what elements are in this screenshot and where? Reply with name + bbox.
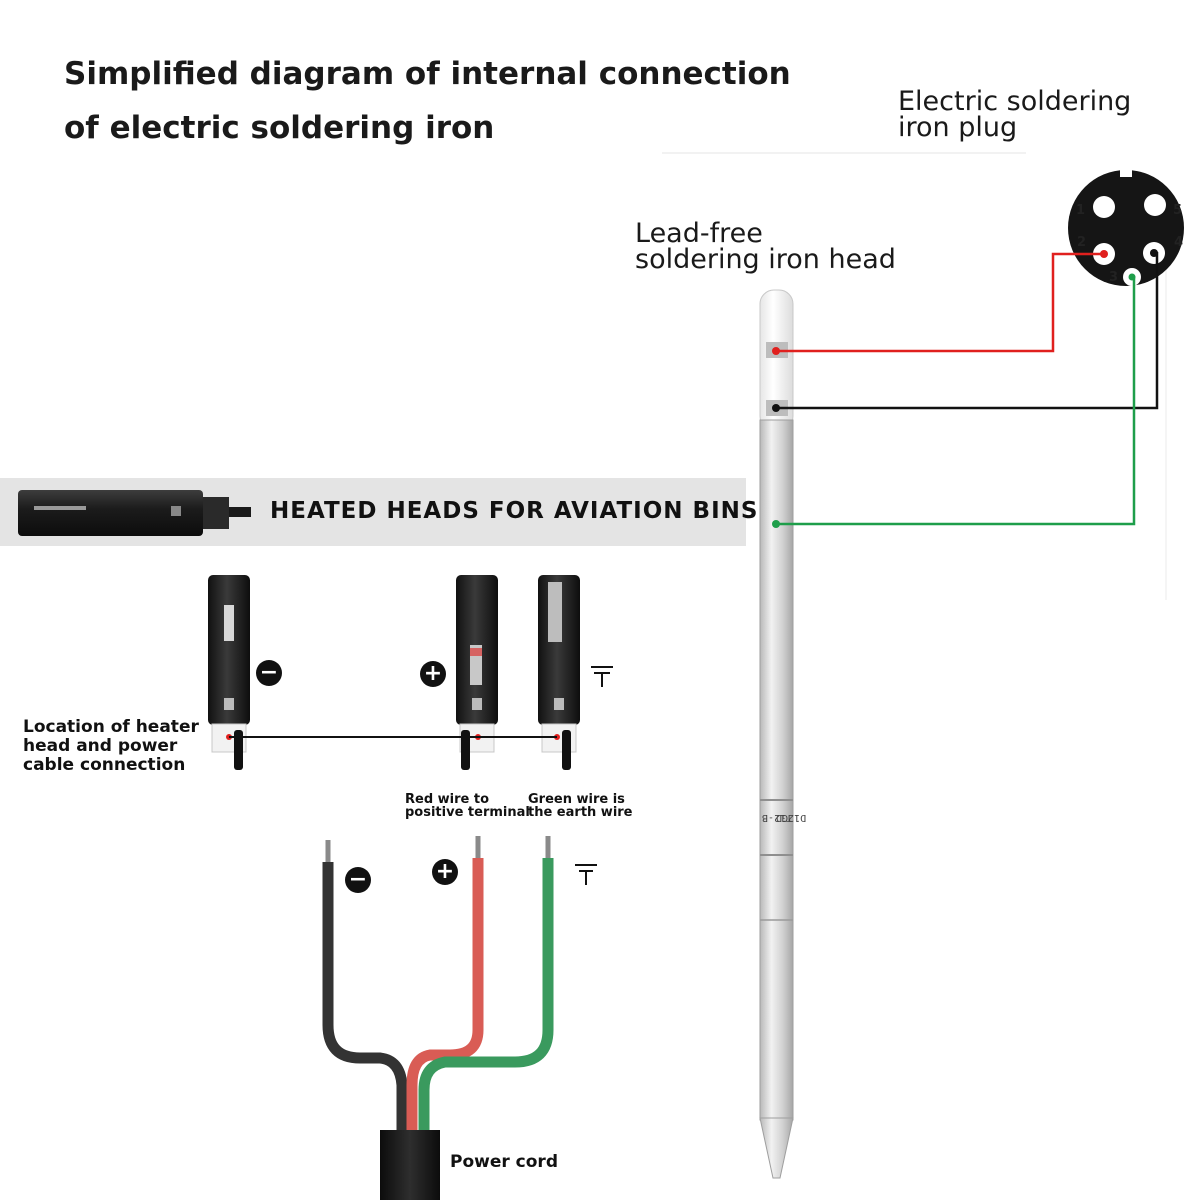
- red-wire-label-line1: Red wire to: [405, 792, 490, 807]
- location-label-line3: cable connection: [23, 755, 186, 775]
- pin-label-1: 1: [1076, 203, 1086, 218]
- heater-heads-connection: [208, 575, 613, 770]
- diagram-title-line2: of electric soldering iron: [64, 110, 495, 146]
- green-wire-label-line2: the earth wire: [528, 805, 633, 820]
- minus-circle-icon: −: [345, 867, 371, 893]
- aviation-plug: [1068, 170, 1184, 286]
- pin-label-3: 3: [1109, 270, 1119, 285]
- pin-label-2: 2: [1077, 235, 1087, 250]
- green-wire: [776, 276, 1136, 526]
- plug-label-line1: Electric soldering: [898, 86, 1132, 117]
- banner-title: HEATED HEADS FOR AVIATION BINS: [270, 498, 759, 524]
- plug-label-line2: iron plug: [898, 112, 1018, 143]
- diagram-title-line1: Simplified diagram of internal connectio…: [64, 56, 791, 92]
- green-wire-label-line1: Green wire is: [528, 792, 625, 807]
- plus-circle-icon: +: [420, 661, 446, 687]
- heater-head-negative: [208, 575, 250, 770]
- location-label-line1: Location of heater: [23, 717, 199, 737]
- heater-head-positive: [456, 575, 498, 770]
- pin-label-5: 5: [1173, 203, 1183, 218]
- pin-label-4: 4: [1174, 235, 1184, 250]
- heated-head-side-view: [18, 490, 251, 536]
- red-wire: [776, 252, 1104, 353]
- ground-icon: [591, 666, 613, 687]
- tip-label-line1: Lead-free: [635, 218, 763, 249]
- heater-head-ground: [538, 575, 580, 770]
- ground-icon: [575, 864, 597, 885]
- power-cord-label: Power cord: [450, 1152, 558, 1172]
- soldering-iron-tip: [759, 289, 794, 1179]
- minus-circle-icon: −: [256, 660, 282, 686]
- red-wire-label-line2: positive terminal: [405, 805, 530, 820]
- black-wire: [776, 252, 1159, 410]
- location-label-line2: head and power: [23, 736, 178, 756]
- plug-pin-5: [1144, 194, 1166, 216]
- plug-pin-1: [1093, 196, 1115, 218]
- power-cord: [322, 836, 597, 1200]
- plus-circle-icon: +: [432, 859, 458, 885]
- tip-label-line2: soldering iron head: [635, 244, 896, 275]
